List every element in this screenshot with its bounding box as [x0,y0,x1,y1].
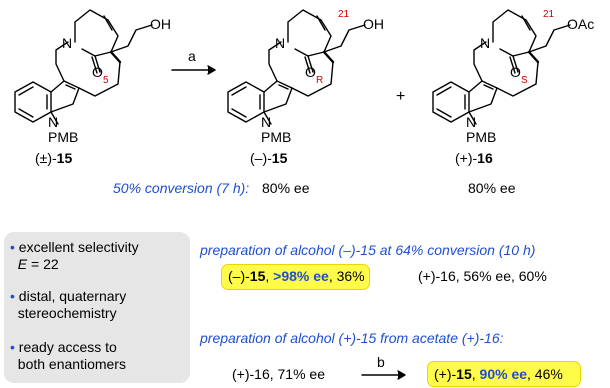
product2-structure [432,9,571,125]
substrate-n-label: N [62,35,73,51]
prep2-start: (+)-16, 71% ee [232,366,325,382]
substrate-stereo-label: 5 [103,75,109,86]
plus-sign: + [396,88,406,105]
product1-c21-label: 21 [338,9,350,20]
substrate-o-label: O [92,64,103,80]
substrate-compound-name: (±)-15 [35,150,73,166]
product1-stereo-label: R [316,75,324,86]
product2-compound-name: (+)-16 [455,150,493,166]
prep1-highlight [222,265,369,289]
product1-ee: 80% ee [262,180,310,196]
arrow-a-label: a [188,48,196,64]
substrate-pmb-label: PMB [48,129,79,145]
product1-n-pmb-label: N [261,114,272,130]
product2-o-label: O [510,64,521,80]
product1-n-label: N [275,35,286,51]
substrate-n-pmb-label: N [48,114,59,130]
bullet-stereochemistry: • distal, quaternary stereochemistry [10,288,127,321]
summary-box [4,232,190,383]
prep2-result: (+)-15, 90% ee, 46% [434,366,563,382]
product1-pmb-label: PMB [261,129,292,145]
product2-c21-label: 21 [543,9,555,20]
bullet-dot: • [10,339,15,355]
arrow-a [171,65,216,75]
substrate-structure [14,9,153,125]
bullet-enantiomers: • ready access to both enantiomers [10,339,126,372]
product2-ee: 80% ee [468,180,516,196]
prep1-other: (+)-16, 56% ee, 60% [418,268,547,284]
product2-pmb-label: PMB [466,129,497,145]
prep1-result: (–)-15, >98% ee, 36% [228,268,365,284]
prep2-highlight [428,362,580,386]
prep2-title: preparation of alcohol (+)-15 from aceta… [200,330,504,346]
arrow-b-label: b [377,354,385,370]
product1-compound-name: (–)-15 [250,150,288,166]
bullet-dot: • [10,239,15,255]
product1-o-label: O [305,64,316,80]
product2-n-label: N [480,35,491,51]
conversion-label: 50% conversion (7 h): [113,180,250,196]
bullet-selectivity: • excellent selectivity E = 22 [10,239,139,272]
product2-stereo-label: S [521,75,528,86]
substrate-oh-label: OH [150,16,171,32]
prep1-title: preparation of alcohol (–)-15 at 64% con… [200,242,536,258]
product2-n-pmb-label: N [466,114,477,130]
product1-oh-label: OH [363,16,384,32]
product1-structure [227,9,366,125]
arrow-b [361,370,406,380]
bullet-dot: • [10,288,15,304]
product2-oac-label: OAc [567,16,595,32]
